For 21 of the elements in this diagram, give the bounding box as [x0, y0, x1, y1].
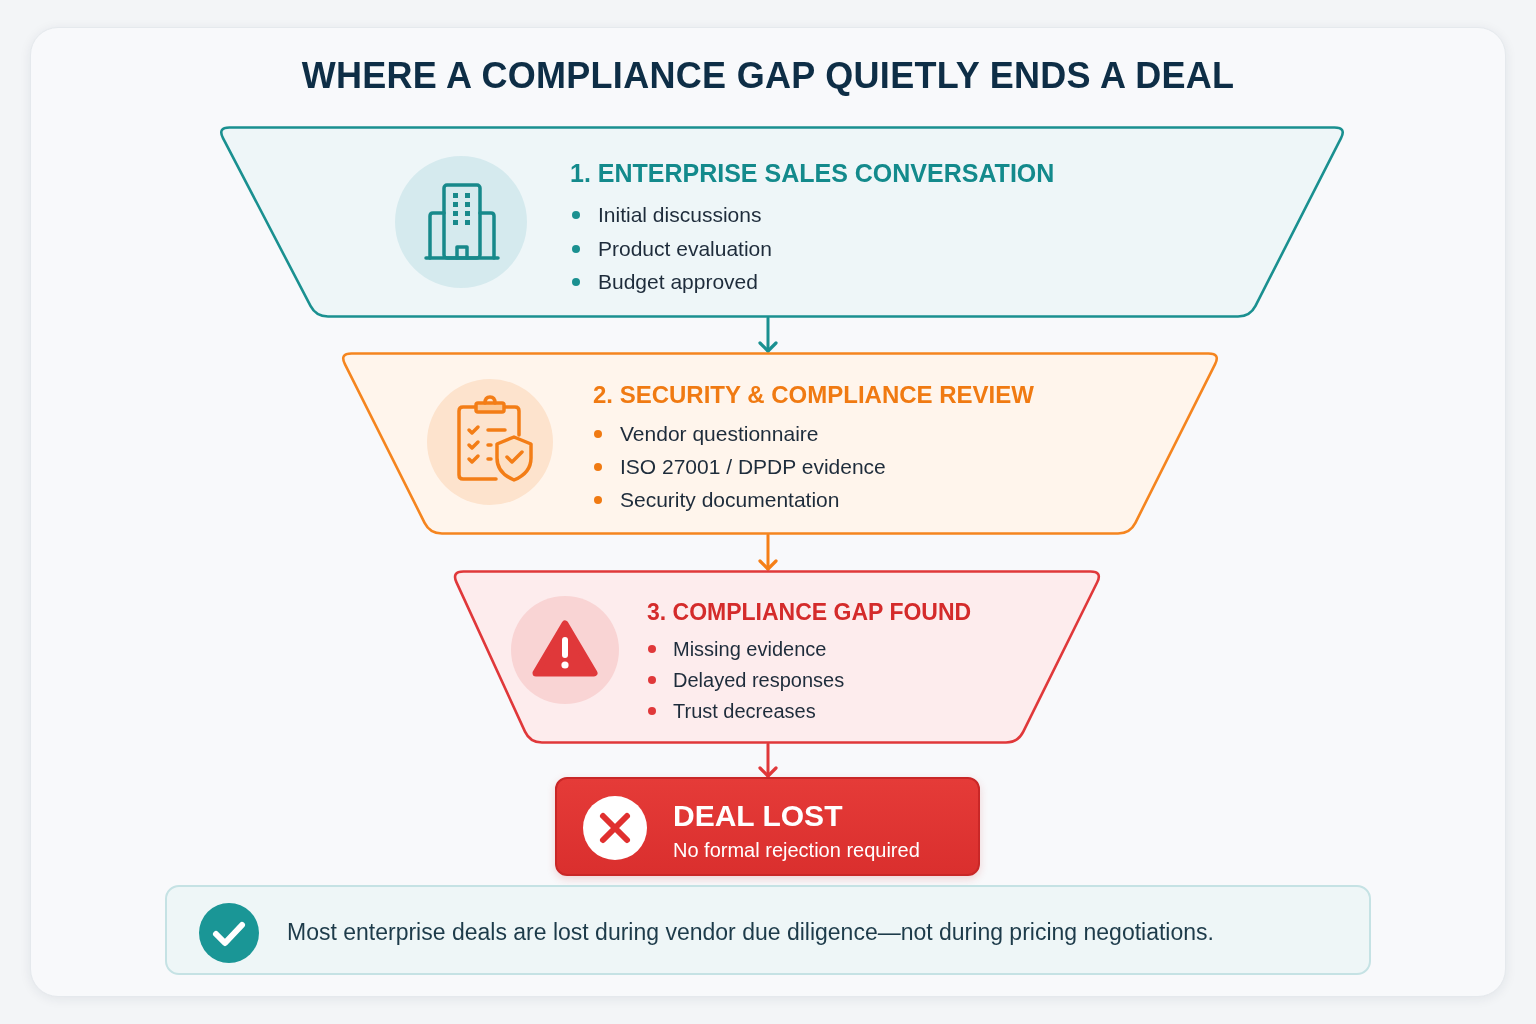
bullet-text: Budget approved	[598, 269, 758, 295]
title: WHERE A COMPLIANCE GAP QUIETLY ENDS A DEAL	[301, 55, 1235, 97]
stage-heading: 3. COMPLIANCE GAP FOUND	[647, 597, 972, 627]
stage-heading: 1. ENTERPRISE SALES CONVERSATION	[570, 157, 1055, 189]
note-text: Most enterprise deals are lost during vendor due diligence—not during pricing negotiations.	[287, 917, 1214, 947]
bullet-text: Missing evidence	[673, 636, 827, 662]
arrow	[758, 316, 778, 353]
arrow	[758, 742, 778, 778]
outcome-heading: DEAL LOST	[673, 798, 843, 834]
bullet-text: Delayed responses	[673, 667, 845, 693]
outcome-banner	[555, 777, 980, 876]
note-panel	[165, 885, 1371, 975]
bullet-text: Vendor questionnaire	[620, 421, 819, 447]
stage-heading: 2. SECURITY & COMPLIANCE REVIEW	[593, 380, 1034, 410]
bullet-text: Security documentation	[620, 487, 840, 513]
bullet-text: Product evaluation	[598, 235, 772, 262]
bullet-text: Initial discussions	[598, 202, 762, 228]
bullet-text: ISO 27001 / DPDP evidence	[620, 454, 886, 480]
arrow	[758, 533, 778, 571]
outcome-subtitle: No formal rejection required	[673, 837, 920, 863]
bullet-text: Trust decreases	[673, 698, 816, 724]
